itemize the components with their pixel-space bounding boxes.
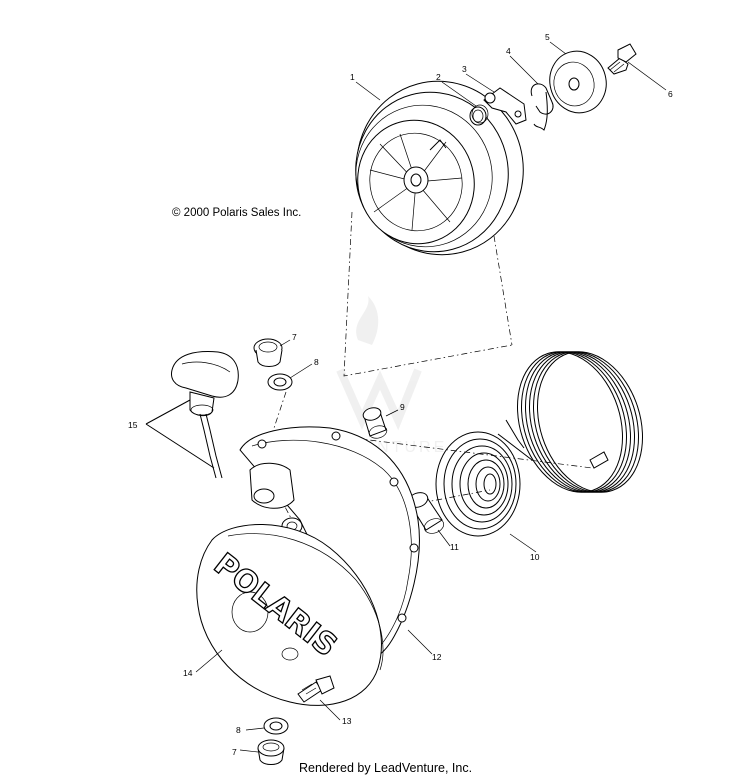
washer-bottom-part: [263, 717, 289, 735]
callout-bolt-bottom: 13: [342, 716, 352, 726]
leader-lines: [195, 41, 667, 753]
bushing-top-part: [362, 407, 388, 439]
plug-bottom-part: [257, 739, 285, 765]
callout-plate: 5: [545, 32, 550, 42]
callout-bushing-lower: 11: [450, 542, 459, 552]
callout-pawl: 3: [462, 64, 467, 74]
cover-part: POLARIS: [196, 524, 384, 706]
clip-part: [530, 83, 554, 131]
callout-bolt-top: 6: [668, 89, 673, 99]
bolt-bottom-part: [297, 675, 335, 703]
pawl-part: [483, 87, 527, 125]
plug-top-part: [253, 338, 283, 367]
footer-credit: Rendered by LeadVenture, Inc.: [299, 761, 472, 775]
callout-housing: 12: [432, 652, 442, 662]
bolt-top-part: [607, 43, 637, 75]
callout-labels: 1 2 3 4 5 6 7 8 9 10 11 12 13 14 15 8 7: [128, 32, 673, 757]
callout-handle: 15: [128, 420, 138, 430]
washer-top-part: [267, 373, 293, 391]
housing-part: [239, 426, 420, 661]
rope-coil-part: [505, 351, 644, 493]
callout-clip: 4: [506, 46, 511, 56]
pulley-part: [355, 80, 524, 256]
small-spring-part: [469, 104, 489, 126]
callout-washer-bottom: 8: [236, 725, 241, 735]
copyright-text: © 2000 Polaris Sales Inc.: [172, 207, 301, 219]
handle-part: [145, 351, 239, 479]
callout-plug-bottom: 7: [232, 747, 237, 757]
callout-cover: 14: [183, 668, 193, 678]
callout-pulley: 1: [350, 72, 355, 82]
recoil-spring-part: [435, 431, 533, 537]
callout-bushing-top: 9: [400, 402, 405, 412]
callout-washer-top: 8: [314, 357, 319, 367]
callout-spring-small: 2: [436, 72, 441, 82]
callout-recoil-spring: 10: [530, 552, 540, 562]
plate-part: [549, 50, 607, 114]
callout-plug-top: 7: [292, 332, 297, 342]
